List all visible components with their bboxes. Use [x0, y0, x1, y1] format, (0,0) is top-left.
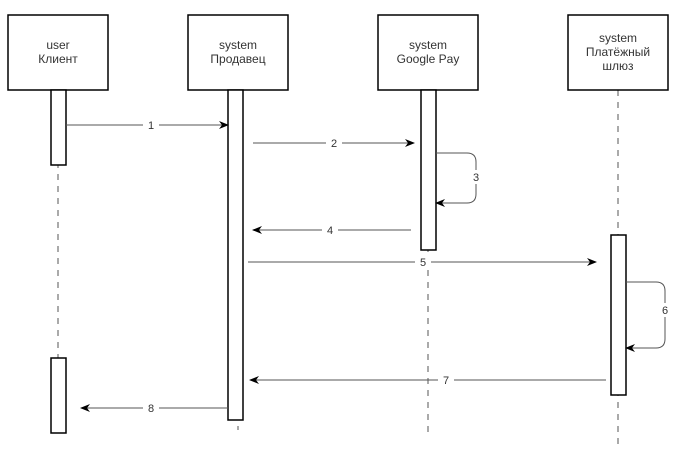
activation-client-2 [50, 357, 67, 434]
participant-googlepay-name: Google Pay [397, 52, 460, 66]
message-7-label: 7 [443, 375, 449, 387]
message-6: 6 [625, 281, 672, 352]
message-8: 8 [80, 401, 228, 415]
message-2-label: 2 [331, 138, 337, 150]
participant-gateway-name-2: шлюз [602, 59, 634, 73]
message-5-label: 5 [420, 257, 426, 269]
activation-client-1 [50, 89, 67, 166]
message-6-label: 6 [662, 305, 668, 317]
message-1: 1 [66, 118, 229, 132]
message-3-label: 3 [473, 172, 479, 184]
message-1-label: 1 [148, 120, 154, 132]
participant-gateway-role: system [599, 31, 637, 45]
participant-googlepay-role: system [409, 38, 447, 52]
participant-client: user Клиент [7, 14, 109, 91]
message-7: 7 [249, 373, 606, 387]
participant-gateway-name: Платёжный [586, 45, 650, 59]
participant-seller-name: Продавец [210, 52, 265, 66]
participant-gateway: system Платёжный шлюз [567, 14, 669, 91]
participant-seller-role: system [219, 38, 257, 52]
message-2: 2 [253, 136, 415, 150]
message-4-label: 4 [327, 225, 333, 237]
activation-seller [227, 89, 244, 421]
message-5: 5 [248, 255, 597, 269]
message-8-label: 8 [148, 403, 154, 415]
activation-gateway [610, 234, 627, 396]
activation-googlepay [420, 89, 437, 251]
participant-googlepay: system Google Pay [377, 14, 479, 91]
message-3: 3 [435, 152, 483, 207]
message-4: 4 [252, 223, 411, 237]
participant-seller: system Продавец [187, 14, 289, 91]
participant-client-role: user [46, 38, 69, 52]
participant-client-name: Клиент [38, 52, 78, 66]
